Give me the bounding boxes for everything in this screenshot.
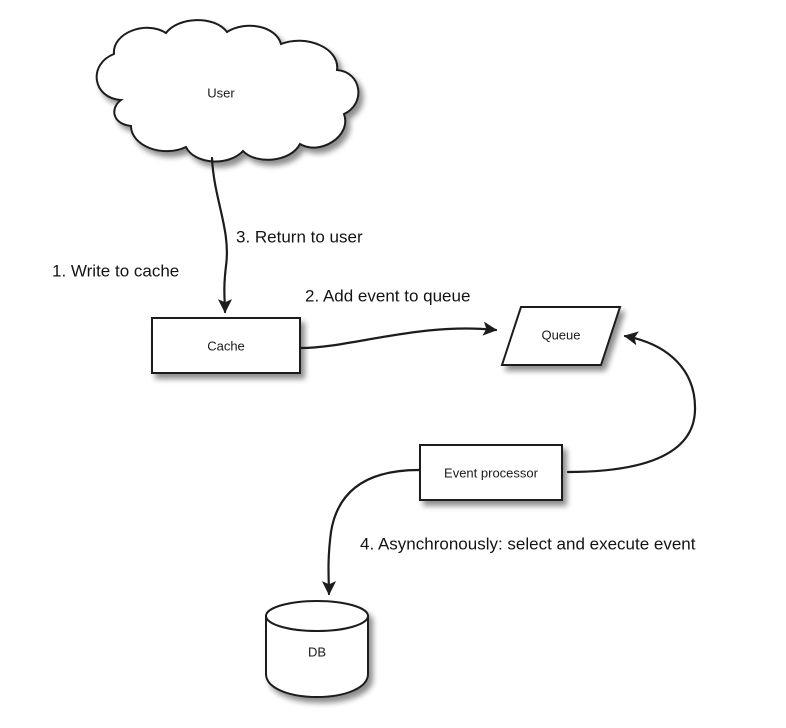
node-queue[interactable]: Queue: [500, 306, 622, 366]
step-label-1: 1. Write to cache: [52, 261, 179, 280]
cache-label: Cache: [207, 338, 245, 353]
db-cylinder-body: [265, 615, 369, 699]
edge-event-processor-to-db[interactable]: [321, 468, 421, 596]
node-cache[interactable]: Cache: [151, 317, 301, 374]
event-processor-box-shape: [419, 444, 563, 501]
queue-parallelogram-shape: [500, 306, 622, 366]
event-processor-label: Event processor: [444, 465, 539, 480]
edge-cache-to-queue[interactable]: [299, 321, 498, 350]
user-label: User: [207, 85, 235, 100]
step-label-4: 4. Asynchronously: select and execute ev…: [360, 534, 696, 553]
edge-queue-event-processor-loop[interactable]: [566, 331, 697, 474]
queue-label: Queue: [541, 327, 580, 342]
db-label: DB: [308, 644, 326, 659]
node-event-processor[interactable]: Event processor: [419, 444, 563, 501]
node-db[interactable]: DB: [265, 600, 369, 699]
step-label-2: 2. Add event to queue: [305, 286, 470, 305]
cache-box-shape: [151, 317, 301, 374]
user-cloud-shape: [95, 19, 360, 163]
node-user[interactable]: User: [95, 19, 360, 163]
db-cylinder-top: [265, 600, 369, 632]
step-label-3: 3. Return to user: [236, 227, 363, 246]
edge-user-to-cache[interactable]: [210, 156, 233, 314]
